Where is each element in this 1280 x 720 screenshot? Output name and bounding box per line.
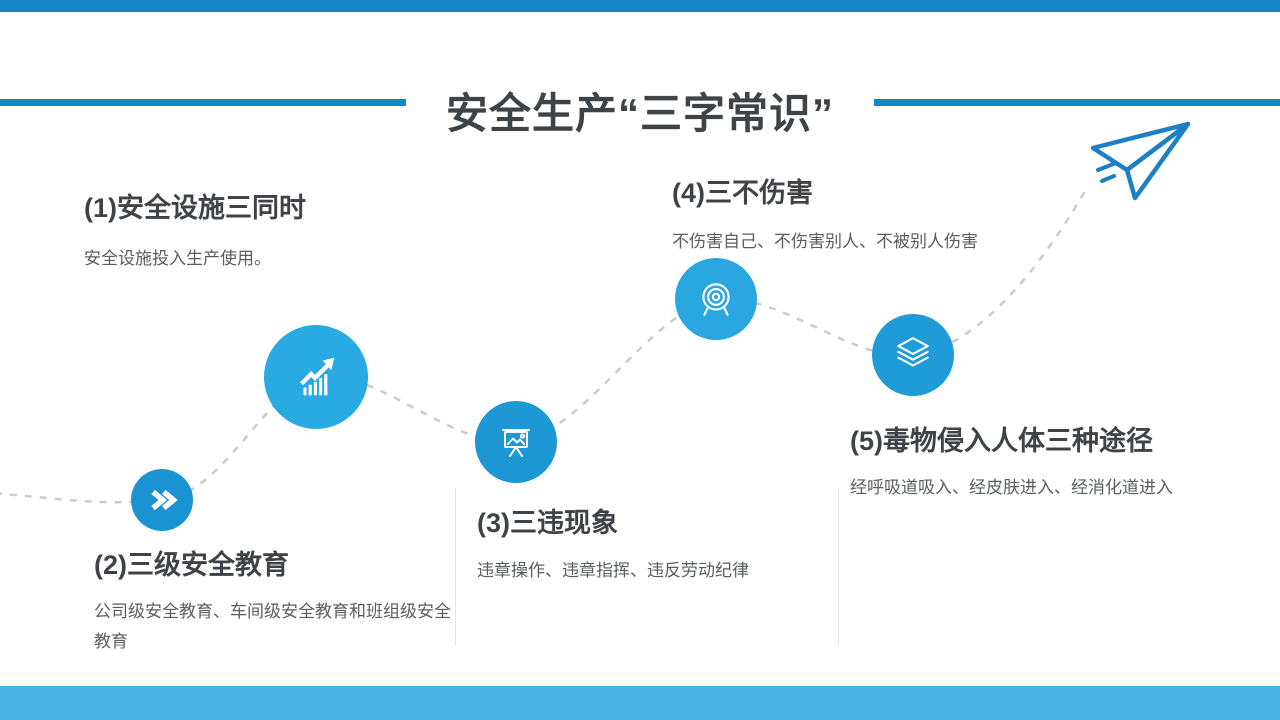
item-4-body: 不伤害自己、不伤害别人、不被别人伤害 xyxy=(672,232,978,251)
milestone-node-2 xyxy=(264,325,368,429)
milestone-node-4 xyxy=(675,258,757,340)
trend-up-chart-icon xyxy=(291,352,341,402)
column-divider-right xyxy=(838,488,839,646)
top-accent-bar xyxy=(0,0,1280,12)
bottom-accent-bar xyxy=(0,686,1280,720)
title-divider-right xyxy=(874,99,1280,106)
title-divider-left xyxy=(0,99,406,106)
item-4-heading: (4)三不伤害 xyxy=(672,178,813,208)
item-2-body: 公司级安全教育、车间级安全教育和班组级安全教育 xyxy=(94,602,451,651)
presentation-board-icon xyxy=(496,422,536,462)
item-4-three-no-harm: (4)三不伤害 不伤害自己、不伤害别人、不被别人伤害 xyxy=(672,171,1052,257)
item-3-body: 违章操作、违章指挥、违反劳动纪律 xyxy=(477,561,749,580)
milestone-node-5 xyxy=(872,314,954,396)
item-1-body: 安全设施投入生产使用。 xyxy=(84,249,271,268)
item-3-heading: (3)三违现象 xyxy=(477,508,618,538)
slide-title: 安全生产“三字常识” xyxy=(445,90,834,137)
double-chevron-icon xyxy=(146,484,178,516)
milestone-node-1 xyxy=(131,469,193,531)
column-divider-left xyxy=(455,488,456,646)
item-2-three-level-education: (2)三级安全教育 公司级安全教育、车间级安全教育和班组级安全教育 xyxy=(94,543,462,657)
layers-stack-icon xyxy=(892,334,934,376)
milestone-node-3 xyxy=(475,401,557,483)
item-5-heading: (5)毒物侵入人体三种途径 xyxy=(850,426,1153,456)
item-1-safety-facilities: (1)安全设施三同时 安全设施投入生产使用。 xyxy=(84,186,444,274)
item-1-heading: (1)安全设施三同时 xyxy=(84,193,306,223)
target-stand-icon xyxy=(695,278,737,320)
paper-plane-icon xyxy=(1085,118,1195,211)
item-5-toxin-entry-routes: (5)毒物侵入人体三种途径 经呼吸道吸入、经皮肤进入、经消化道进入 xyxy=(850,419,1250,503)
item-5-body: 经呼吸道吸入、经皮肤进入、经消化道进入 xyxy=(850,478,1173,497)
item-2-heading: (2)三级安全教育 xyxy=(94,550,289,580)
item-3-three-violations: (3)三违现象 违章操作、违章指挥、违反劳动纪律 xyxy=(477,501,827,586)
